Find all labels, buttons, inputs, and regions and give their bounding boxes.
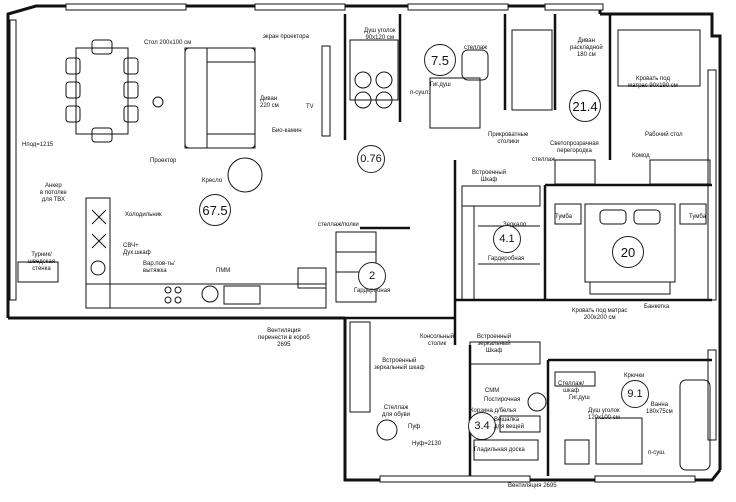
- label-turnik: Турник/ шведская стенка: [28, 252, 55, 272]
- bedroom-furniture: [554, 203, 707, 295]
- label-hangers: Вешалка для вещей: [494, 417, 524, 430]
- kitchen-counter: [85, 197, 327, 309]
- area-bathroom-2: 9.1: [621, 380, 649, 408]
- area-bathroom-1: 7.5: [424, 44, 456, 76]
- living-sofa: [184, 47, 256, 149]
- label-dresser: Комод: [632, 153, 650, 159]
- label-shelf-cabinet: Стеллаж/ шкаф: [558, 381, 585, 394]
- label-tumba-right: Тумба: [689, 214, 706, 220]
- hall-wardrobes: [349, 321, 541, 441]
- label-towel-1: п-сушт.: [410, 90, 430, 96]
- label-dressing-room: Гардеробная: [488, 256, 525, 262]
- laundry-fixtures: [473, 392, 547, 461]
- label-sofa: Диван 220 см: [260, 96, 279, 109]
- area-office: 21.4: [569, 90, 601, 122]
- label-shelving-units: стеллаж/полки: [318, 222, 359, 228]
- label-pouf: Пуф: [408, 424, 421, 430]
- label-mirror-wardrobe-2: Встроенный зеркальный шкаф: [374, 358, 425, 371]
- armchair-shape: [227, 157, 263, 193]
- label-armchair: Кресло: [202, 178, 223, 184]
- area-pantry: 2: [358, 262, 386, 290]
- label-projector: Проектор: [150, 158, 177, 164]
- label-dryer: Постирочная: [484, 397, 521, 403]
- label-projector-screen: экран проектора: [263, 34, 309, 40]
- dining-set: [65, 39, 139, 143]
- bathroom-2-fixtures: [554, 371, 711, 471]
- label-tumba-left: Тумба: [555, 214, 572, 220]
- label-shelves-mid: стеллаж: [532, 157, 556, 163]
- label-builtin-wardrobe-top: Встроенный Шкаф: [472, 170, 507, 183]
- label-bed-double: Кровать под матрас 200х200 см: [572, 308, 628, 321]
- label-vent-box: Вентиляция перенести в короб 2695: [258, 328, 310, 348]
- label-shower-1: Душ уголок 90х120 см: [364, 28, 396, 41]
- label-bedside-tables: Прикроватные столики: [488, 132, 529, 145]
- projector-shape: [152, 96, 164, 108]
- label-sofa-bed: Диван раскладной 180 см: [570, 38, 603, 58]
- label-ceiling-height: Нпод=1215: [22, 142, 54, 148]
- label-bath: Ванна 180х75см: [646, 402, 673, 415]
- label-towel-2: п-суш.: [648, 450, 666, 456]
- label-bio-fireplace: Био-камин: [272, 128, 302, 134]
- label-hooks: Крючки: [624, 373, 645, 379]
- label-tv: TV: [306, 104, 314, 110]
- area-bedroom: 20: [612, 236, 644, 268]
- area-wardrobe: 4.1: [493, 225, 521, 253]
- label-bench: Банкетка: [644, 304, 670, 310]
- label-hygienic-2: Гиг.душ: [569, 395, 590, 401]
- label-dressing-label: Гардеробная: [354, 288, 391, 294]
- label-laundry-basket: Корзина д/белья: [470, 408, 517, 414]
- label-mirror-wardrobe: Встроенный зеркальный Шкаф: [477, 334, 512, 354]
- label-ironing: Гладильная доска: [474, 447, 525, 453]
- turnik-shape: [17, 261, 59, 283]
- label-translucent-partition: Светопрозрачная перегородка: [550, 141, 599, 154]
- label-mirror: Зеркало: [503, 222, 527, 228]
- label-dishwasher: ПММ: [216, 268, 231, 274]
- label-bed-single: Кровать под матрас 90х190 см: [628, 76, 678, 89]
- label-dining-table: Стол 200х100 см: [144, 40, 192, 46]
- label-shower-2: Душ уголок 120х100 см: [588, 408, 620, 421]
- label-vent-bottom: Вентиляция 2695: [508, 483, 557, 489]
- label-shoe-rack: Стеллаж для обуви: [382, 405, 411, 418]
- office-furniture: [511, 29, 711, 185]
- label-fridge: Холодильник: [125, 212, 162, 218]
- label-console: Консольный столик: [420, 334, 455, 347]
- tv-wall: [321, 45, 331, 137]
- label-cooktop: Вар.пов-ть/ вытяжка: [143, 261, 175, 274]
- dressing-room-fixtures: [461, 185, 541, 301]
- interior-walls: [343, 14, 712, 476]
- label-work-desk: Рабочий стол: [645, 132, 683, 138]
- label-hygienic-1: Гиг.душ: [430, 82, 451, 88]
- label-microwave: СВЧ+ Дух.шкаф: [123, 243, 151, 256]
- area-laundry: 3.4: [468, 412, 496, 440]
- label-shelves-top: стеллаж: [464, 45, 488, 51]
- bathroom-1-fixtures: [349, 39, 489, 129]
- label-ceiling-height-2: Нуф=2130: [412, 441, 442, 447]
- label-washer: СММ: [485, 388, 500, 394]
- area-tech: 0.76: [357, 145, 385, 173]
- label-tv-anchor: Анкер в потолке для ТВХ: [40, 183, 67, 203]
- area-living: 67.5: [199, 194, 231, 226]
